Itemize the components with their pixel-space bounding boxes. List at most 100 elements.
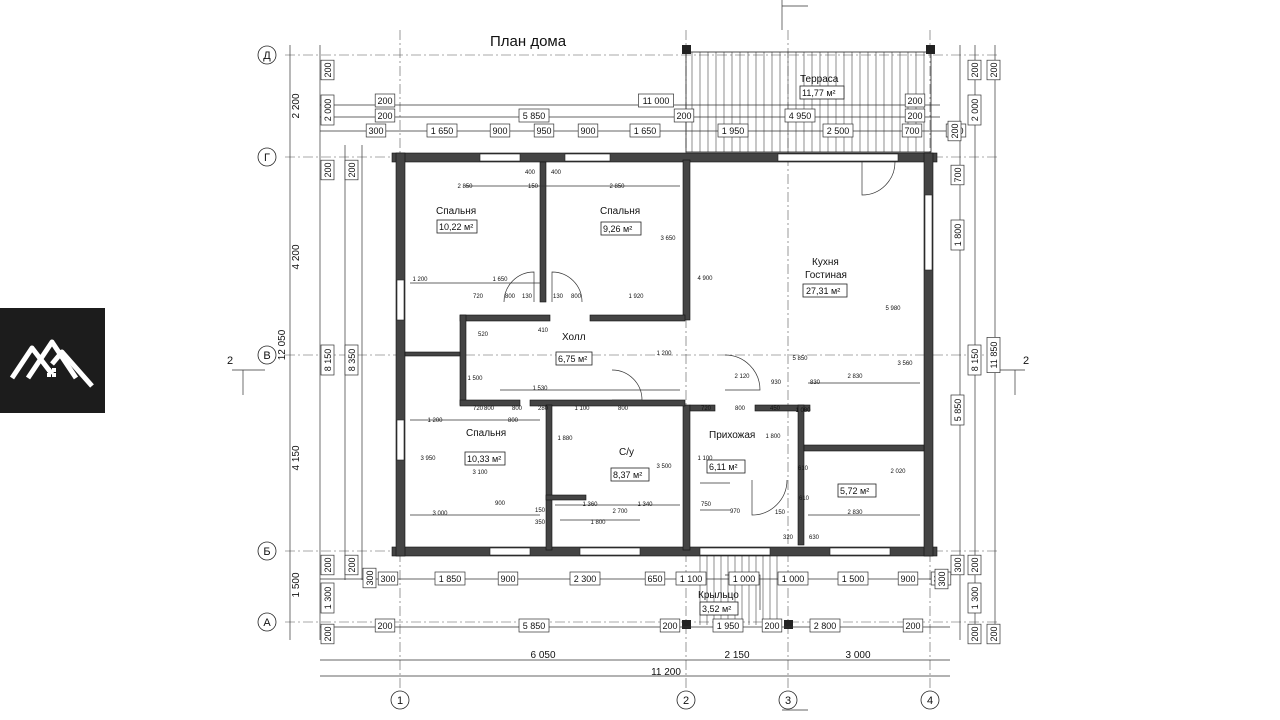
axis-marker-a (257, 612, 277, 632)
svg-text:1 300: 1 300 (323, 587, 333, 610)
dimension-label: 5 850 (950, 394, 965, 426)
dimension-label: 200 (986, 623, 1001, 645)
dimension-label: 6 050 (530, 650, 555, 661)
dimension-label: 1 530 (532, 386, 548, 392)
svg-text:900: 900 (900, 574, 915, 584)
svg-text:2 500: 2 500 (827, 126, 850, 136)
dimension-label: 800 (484, 406, 495, 412)
dimension-label: 5 850 (518, 618, 550, 633)
room-name: С/у (619, 447, 634, 458)
room-name: Спальня (436, 206, 476, 217)
svg-text:1 800: 1 800 (953, 224, 963, 247)
svg-text:2 300: 2 300 (574, 574, 597, 584)
svg-text:200: 200 (970, 626, 980, 641)
dimension-label: 200 (673, 108, 695, 123)
svg-text:Б: Б (263, 546, 270, 558)
svg-text:1 850: 1 850 (439, 574, 462, 584)
svg-text:200: 200 (764, 621, 779, 631)
dimension-label: 2 300 (569, 571, 601, 586)
dimension-label: 2 800 (809, 618, 841, 633)
dimension-label: 200 (374, 108, 396, 123)
dimension-label: 200 (344, 159, 359, 181)
svg-text:200: 200 (323, 162, 333, 177)
dimension-label: 1 800 (590, 520, 606, 526)
svg-text:1 000: 1 000 (733, 574, 756, 584)
room-area: 6,11 м² (709, 462, 738, 472)
dimension-label: 1 000 (777, 571, 809, 586)
dimension-label: 200 (967, 623, 982, 645)
svg-text:11 850: 11 850 (989, 342, 999, 369)
svg-text:200: 200 (323, 557, 333, 572)
svg-text:1 000: 1 000 (782, 574, 805, 584)
svg-text:200: 200 (377, 111, 392, 121)
dimension-label: 2 500 (822, 123, 854, 138)
dimension-label: 8 350 (344, 344, 359, 376)
dimension-label: 2 020 (890, 469, 906, 475)
dimension-label: 1 200 (412, 277, 428, 283)
dimension-label: 200 (967, 554, 982, 576)
room-area: 3,52 м² (702, 604, 731, 614)
dimension-label: 300 (377, 571, 399, 586)
dimension-label: 1 300 (967, 582, 982, 614)
svg-text:Г: Г (264, 152, 270, 164)
svg-text:4 950: 4 950 (789, 111, 812, 121)
svg-text:200: 200 (347, 162, 357, 177)
svg-text:200: 200 (905, 621, 920, 631)
dimension-label: 1 800 (765, 434, 781, 440)
dimension-label: 1 080 (795, 408, 811, 414)
svg-text:900: 900 (492, 126, 507, 136)
svg-text:200: 200 (950, 123, 960, 138)
svg-text:200: 200 (989, 62, 999, 77)
dimension-label: 700 (950, 164, 965, 186)
dimension-label: 610 (798, 466, 809, 472)
dimension-label: 150 (535, 508, 546, 514)
dimension-label: 400 (525, 170, 536, 176)
room-name: Прихожая (709, 430, 755, 441)
svg-text:8 150: 8 150 (970, 349, 980, 372)
dimension-label: 900 (489, 123, 511, 138)
dimension-label: 610 (799, 496, 810, 502)
svg-text:300: 300 (368, 126, 383, 136)
dimension-label: 3 500 (656, 464, 672, 470)
dimension-label: 200 (904, 93, 926, 108)
dimension-label: 2 120 (734, 374, 750, 380)
dimension-label: 350 (535, 520, 546, 526)
dimension-label: 200 (320, 554, 335, 576)
dimension-label: 900 (897, 571, 919, 586)
svg-text:1 650: 1 650 (431, 126, 454, 136)
svg-text:200: 200 (989, 626, 999, 641)
dimension-label: 520 (478, 332, 489, 338)
dimension-label: 1 340 (637, 502, 653, 508)
svg-text:1 100: 1 100 (680, 574, 703, 584)
dimension-label: 200 (761, 618, 783, 633)
dimension-label: 1 950 (712, 618, 744, 633)
dimension-label: 200 (904, 108, 926, 123)
dimension-label: 1 100 (697, 456, 713, 462)
outer-walls (391, 45, 938, 629)
dimension-label: 800 (505, 294, 516, 300)
dimension-label: 2 000 (320, 94, 335, 126)
svg-text:1 950: 1 950 (717, 621, 740, 631)
svg-text:950: 950 (536, 126, 551, 136)
dimension-label: 12 050 (277, 329, 288, 360)
dimension-label: 320 (783, 535, 794, 541)
dimension-label: 720 (701, 406, 712, 412)
svg-text:200: 200 (377, 96, 392, 106)
dimension-label: 2 000 (967, 94, 982, 126)
svg-text:300: 300 (380, 574, 395, 584)
room-name: Крыльцо (698, 590, 739, 601)
dimension-label: 1 360 (582, 502, 598, 508)
axis-marker-g (257, 147, 277, 167)
dimension-label: 1 850 (434, 571, 466, 586)
svg-text:1 950: 1 950 (722, 126, 745, 136)
axis-marker-d (257, 45, 277, 65)
svg-text:2 000: 2 000 (970, 99, 980, 122)
svg-text:11 000: 11 000 (643, 96, 670, 106)
svg-text:8 150: 8 150 (323, 349, 333, 372)
axis-letter-markers: Д Г В Б А (257, 45, 277, 632)
dimension-label: 1 500 (467, 376, 483, 382)
room-area: 27,31 м² (806, 286, 840, 296)
dimension-label: 1 500 (837, 571, 869, 586)
